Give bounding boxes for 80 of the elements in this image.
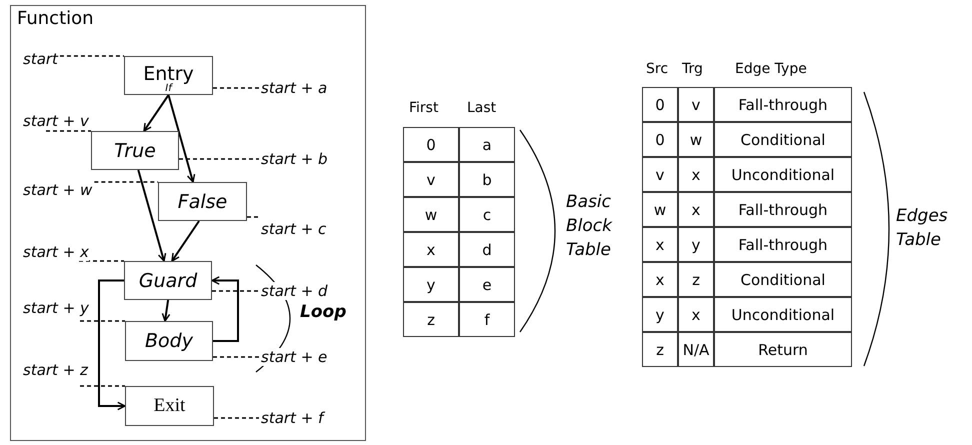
table-cell: x: [642, 262, 678, 297]
table-cell: z: [678, 262, 714, 297]
table-cell: w: [678, 122, 714, 157]
column-header: Last: [467, 100, 496, 116]
table-cell: N/A: [678, 332, 714, 367]
table-cell: v: [642, 157, 678, 192]
basic-block-box: [124, 56, 213, 95]
column-header: Edge Type: [735, 61, 807, 77]
basic-block-box: [124, 261, 212, 300]
table-cell: x: [678, 157, 714, 192]
basic-block-box: [125, 386, 214, 426]
leader-line: [212, 290, 259, 292]
arrow: [211, 276, 239, 342]
block-name: Guard: [138, 270, 198, 292]
arrow: [168, 94, 196, 183]
arrow: [137, 170, 166, 262]
table-cell: b: [459, 162, 515, 197]
table-cell: y: [678, 227, 714, 262]
table-cell: a: [459, 127, 515, 162]
table-cell: 0: [642, 87, 678, 122]
table-cell: w: [403, 197, 459, 232]
arrow: [98, 280, 126, 410]
basic-block-box: [125, 321, 213, 361]
table-cell: e: [459, 267, 515, 302]
table-cell: x: [678, 297, 714, 332]
block-name: False: [178, 190, 228, 212]
table-cell: Conditional: [714, 262, 852, 297]
table-cell: f: [459, 302, 515, 337]
column-header: Src: [646, 61, 668, 77]
basic-block-box: [158, 182, 247, 221]
leader-line: [179, 158, 259, 160]
leader-line: [80, 320, 125, 322]
table-cell: d: [459, 232, 515, 267]
leader-line: [247, 216, 259, 218]
leader-line: [60, 55, 124, 57]
table-cell: Conditional: [714, 122, 852, 157]
table-title: Edges Table: [896, 205, 949, 252]
table-cell: x: [642, 227, 678, 262]
loop-label: Loop: [300, 301, 346, 324]
table-cell: x: [678, 192, 714, 227]
table-cell: Fall-through: [714, 227, 852, 262]
block-name: True: [114, 140, 156, 162]
basic-block-box: [91, 131, 179, 170]
address-text: start + e: [261, 348, 328, 366]
frame-title: Function: [17, 8, 94, 29]
table-cell: Fall-through: [714, 87, 852, 122]
leader-line: [213, 87, 259, 89]
column-header: Trg: [682, 61, 703, 77]
table-cell: v: [403, 162, 459, 197]
leader-line: [213, 356, 259, 358]
table-cell: 0: [403, 127, 459, 162]
leader-line: [94, 181, 158, 183]
table-title: Basic Block Table: [566, 191, 614, 262]
arrow: [162, 300, 170, 322]
arrow: [171, 220, 200, 262]
function-frame: [10, 5, 366, 441]
table-cell: v: [678, 87, 714, 122]
table-cell: Fall-through: [714, 192, 852, 227]
table-cell: c: [459, 197, 515, 232]
table-cell: w: [642, 192, 678, 227]
block-note: If: [165, 84, 172, 94]
table-cell: x: [403, 232, 459, 267]
table-cell: Unconditional: [714, 157, 852, 192]
leader-line: [46, 130, 91, 132]
leader-line: [80, 385, 125, 387]
column-header: First: [409, 100, 438, 116]
address-text: start + d: [261, 282, 328, 300]
table-cell: Unconditional: [714, 297, 852, 332]
table-cell: y: [642, 297, 678, 332]
table-cell: y: [403, 267, 459, 302]
table-cell: Return: [714, 332, 852, 367]
table-cell: z: [403, 302, 459, 337]
block-name: Exit: [154, 395, 186, 417]
block-name: Body: [145, 330, 193, 352]
leader-line: [214, 417, 259, 419]
leader-line: [79, 260, 124, 262]
table-cell: 0: [642, 122, 678, 157]
arrow: [143, 94, 170, 132]
table-cell: z: [642, 332, 678, 367]
block-name: Entry: [143, 64, 194, 84]
